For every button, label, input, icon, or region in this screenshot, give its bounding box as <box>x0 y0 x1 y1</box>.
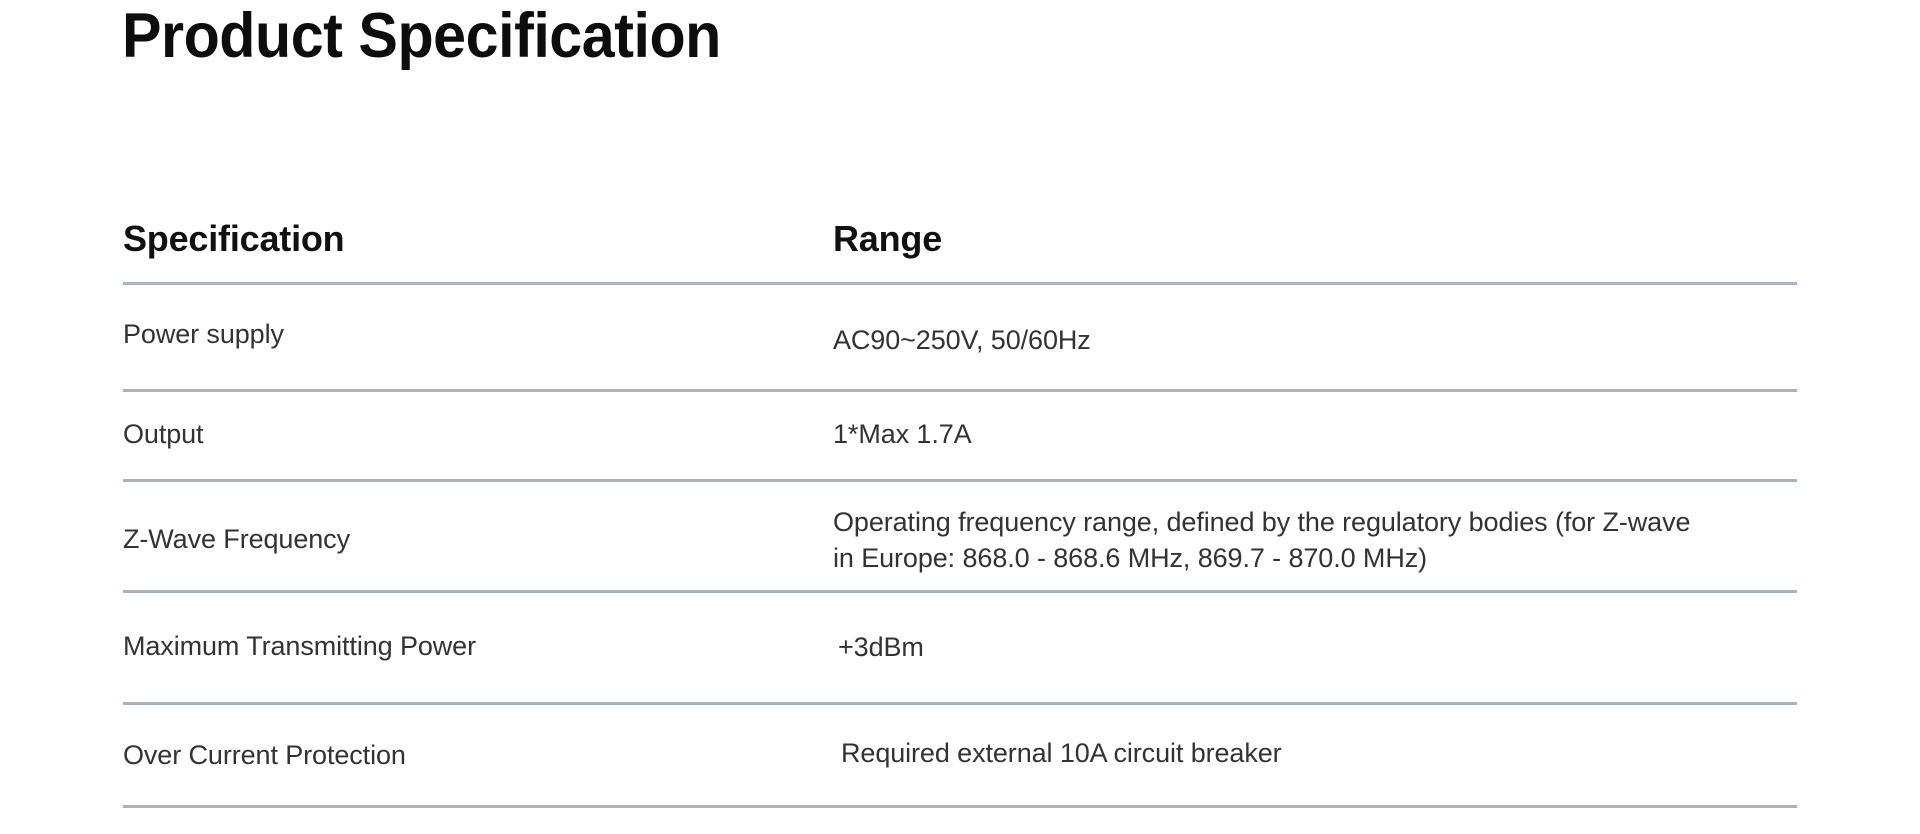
row-cell-specification: Output <box>123 392 833 452</box>
row-cell-range: Operating frequency range, defined by th… <box>833 482 1797 577</box>
header-cell-specification: Specification <box>123 218 833 260</box>
page-title: Product Specification <box>122 1 721 71</box>
spec-label-power-supply: Power supply <box>123 319 284 349</box>
table-row: Over Current Protection Required externa… <box>123 705 1797 808</box>
row-cell-range: +3dBm <box>833 593 1797 665</box>
spec-value-power-supply: AC90~250V, 50/60Hz <box>833 325 1091 355</box>
table-row: Power supply AC90~250V, 50/60Hz <box>123 285 1797 392</box>
table-row: Maximum Transmitting Power +3dBm <box>123 593 1797 705</box>
header-label-specification: Specification <box>123 217 345 259</box>
row-cell-range: Required external 10A circuit breaker <box>833 705 1797 771</box>
spec-label-z-wave-frequency: Z-Wave Frequency <box>123 524 350 554</box>
specification-table: Specification Range Power supply AC90~25… <box>123 195 1797 808</box>
spec-value-z-wave-frequency-line2: in Europe: 868.0 - 868.6 MHz, 869.7 - 87… <box>833 543 1428 574</box>
spec-label-output: Output <box>123 419 204 449</box>
header-cell-range: Range <box>833 218 1797 260</box>
header-label-range: Range <box>833 217 943 259</box>
row-cell-specification: Power supply <box>123 285 833 352</box>
spec-value-over-current-protection: Required external 10A circuit breaker <box>841 738 1282 768</box>
table-header-row: Specification Range <box>123 195 1797 285</box>
row-cell-specification: Z-Wave Frequency <box>123 482 833 557</box>
spec-value-maximum-transmitting-power: +3dBm <box>838 632 924 662</box>
row-cell-specification: Over Current Protection <box>123 705 833 773</box>
row-cell-specification: Maximum Transmitting Power <box>123 593 833 664</box>
table-row: Z-Wave Frequency Operating frequency ran… <box>123 482 1797 593</box>
table-row: Output 1*Max 1.7A <box>123 392 1797 482</box>
spec-label-over-current-protection: Over Current Protection <box>123 740 406 770</box>
spec-value-z-wave-frequency-line1: Operating frequency range, defined by th… <box>833 507 1691 537</box>
row-cell-range: AC90~250V, 50/60Hz <box>833 285 1797 358</box>
row-cell-range: 1*Max 1.7A <box>833 392 1797 452</box>
spec-value-output: 1*Max 1.7A <box>833 419 972 449</box>
spec-value-z-wave-frequency: Operating frequency range, defined by th… <box>833 482 1797 577</box>
spec-label-maximum-transmitting-power: Maximum Transmitting Power <box>123 631 476 661</box>
